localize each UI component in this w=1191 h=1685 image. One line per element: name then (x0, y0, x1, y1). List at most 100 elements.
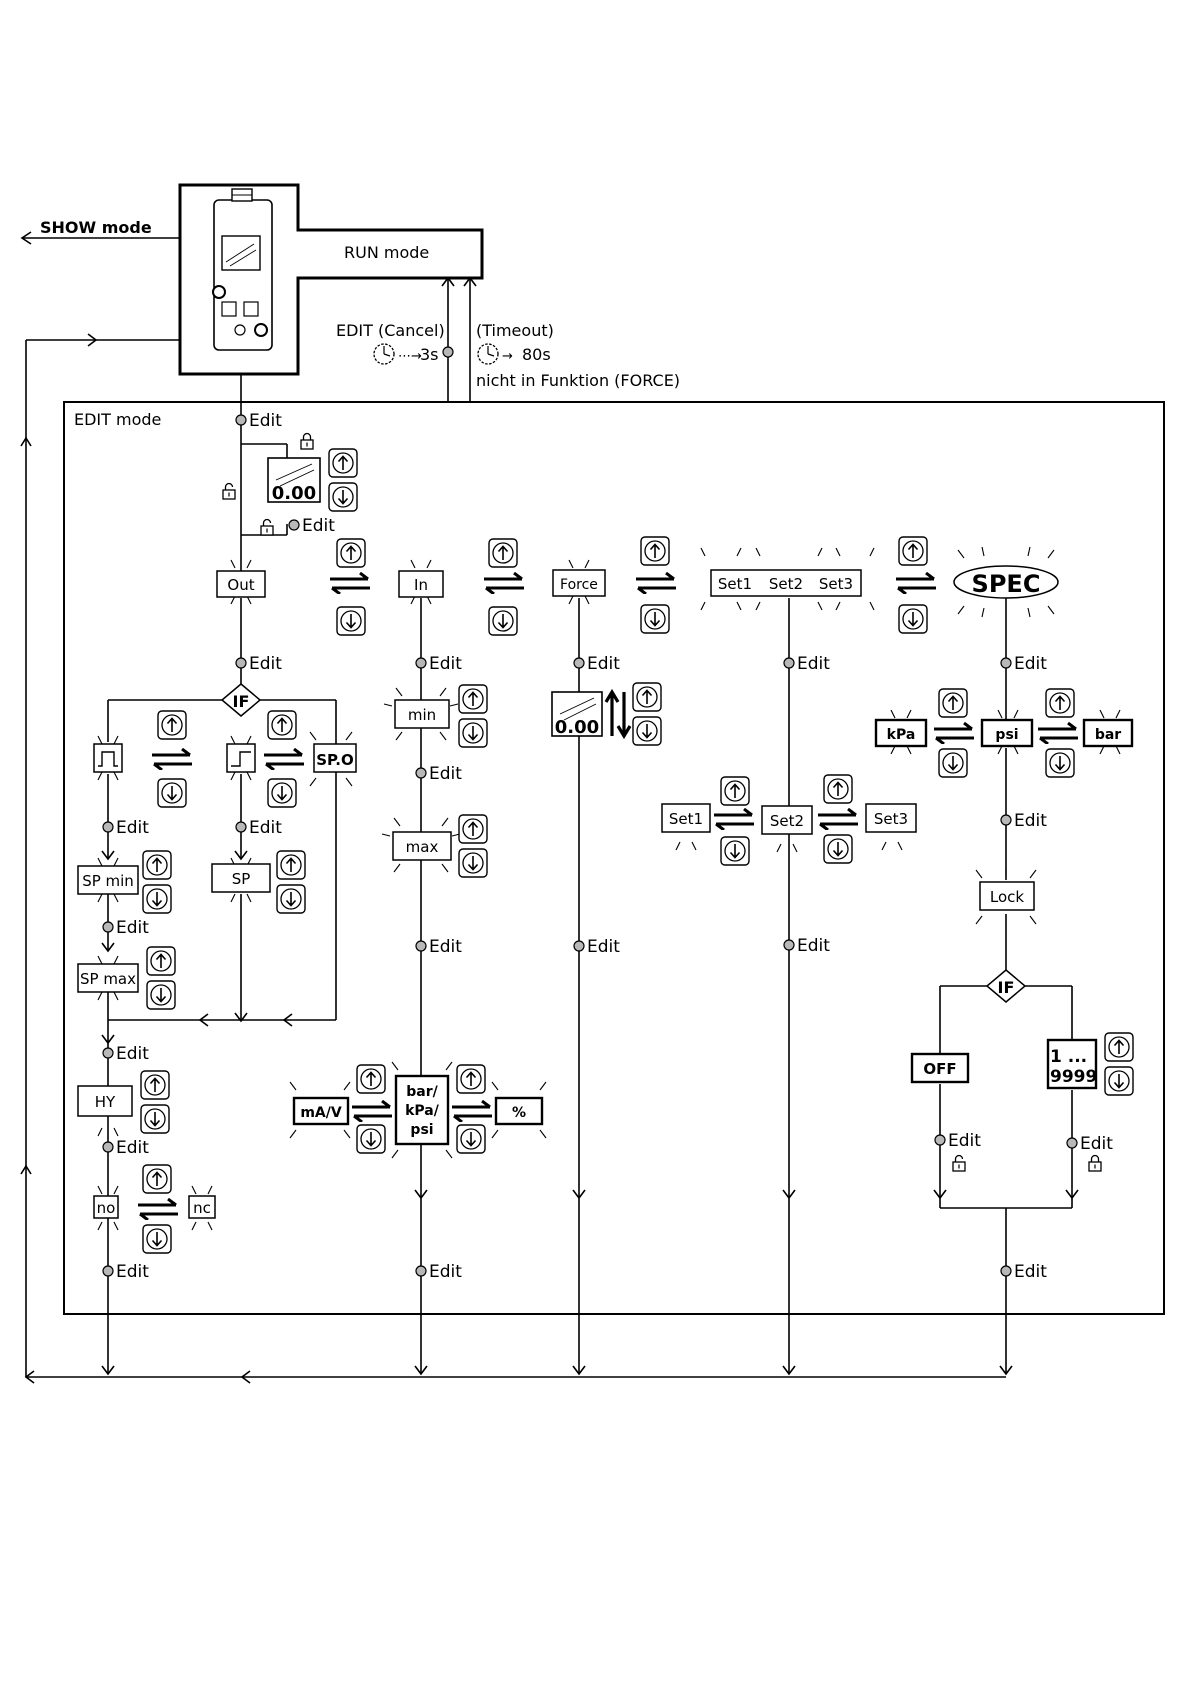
edit-node-label: Edit (429, 937, 462, 957)
set3-option[interactable]: Set3 (865, 803, 917, 851)
edit-node: Edit (1000, 1262, 1047, 1282)
up-key-icon[interactable] (328, 448, 358, 478)
up-key-icon[interactable] (456, 1064, 486, 1094)
menu-item-out[interactable]: Out (216, 559, 266, 605)
lock-option[interactable]: Lock (975, 868, 1037, 925)
toggle-arrows-icon (482, 572, 526, 594)
down-key-icon[interactable] (267, 778, 297, 808)
edit-node-label: Edit (116, 818, 149, 838)
up-key-icon[interactable] (632, 682, 662, 712)
up-key-icon[interactable] (898, 536, 928, 566)
down-key-icon[interactable] (146, 980, 176, 1010)
menu-item-force[interactable]: Force (552, 559, 606, 605)
up-key-icon[interactable] (488, 538, 518, 568)
menu-item-in[interactable]: In (398, 559, 444, 605)
unit-bar-option[interactable]: bar (1082, 709, 1134, 755)
units-mav-option[interactable]: mA/V (289, 1081, 351, 1139)
up-key-icon[interactable] (146, 946, 176, 976)
up-key-icon[interactable] (458, 814, 488, 844)
toggle-arrows-icon (634, 572, 678, 594)
down-key-icon[interactable] (1104, 1066, 1134, 1096)
spo-option[interactable]: SP.O (309, 731, 357, 787)
sp-min-option[interactable]: SP min (77, 857, 139, 903)
cancel-time: 3s (420, 345, 439, 364)
max-option[interactable]: max (381, 817, 461, 873)
up-key-icon[interactable] (140, 1070, 170, 1100)
up-key-icon[interactable] (356, 1064, 386, 1094)
hysteresis-pulse-icon[interactable] (93, 735, 123, 781)
unit-psi-option[interactable]: psi (980, 709, 1034, 755)
down-key-icon[interactable] (356, 1124, 386, 1154)
down-key-icon[interactable] (456, 1124, 486, 1154)
up-key-icon[interactable] (157, 710, 187, 740)
sp-option[interactable]: SP (211, 857, 271, 903)
down-key-icon[interactable] (142, 1224, 172, 1254)
units-percent-option[interactable]: % (491, 1081, 547, 1139)
up-key-icon[interactable] (336, 538, 366, 568)
no-option[interactable]: no (93, 1185, 119, 1231)
nc-option[interactable]: nc (188, 1185, 216, 1231)
set2-option[interactable]: Set2 (761, 805, 813, 853)
edit-node: Edit (573, 654, 620, 674)
svg-text:IF: IF (233, 692, 250, 711)
up-key-icon[interactable] (1045, 688, 1075, 718)
down-key-icon[interactable] (458, 718, 488, 748)
up-key-icon[interactable] (1104, 1032, 1134, 1062)
svg-text:max: max (406, 838, 439, 856)
down-key-icon[interactable] (898, 604, 928, 634)
edit-node: Edit (1066, 1134, 1113, 1154)
unlock-icon (222, 482, 236, 500)
svg-text:bar/: bar/ (406, 1084, 438, 1100)
down-key-icon[interactable] (328, 482, 358, 512)
svg-text:mA/V: mA/V (300, 1105, 342, 1121)
edit-node-label: Edit (429, 654, 462, 674)
set1-option[interactable]: Set1 (661, 803, 711, 851)
up-key-icon[interactable] (823, 774, 853, 804)
edit-node: Edit (102, 1138, 149, 1158)
toggle-arrows-icon (262, 748, 306, 770)
off-option[interactable]: OFF (910, 1052, 970, 1084)
up-key-icon[interactable] (276, 850, 306, 880)
edit-node: Edit (288, 516, 335, 536)
down-key-icon[interactable] (157, 778, 187, 808)
up-key-icon[interactable] (938, 688, 968, 718)
up-key-icon[interactable] (142, 1164, 172, 1194)
menu-item-set[interactable]: Set1 Set2 Set3 (700, 547, 875, 611)
sp-max-option[interactable]: SP max (77, 955, 139, 1001)
down-key-icon[interactable] (632, 716, 662, 746)
up-key-icon[interactable] (458, 684, 488, 714)
down-key-icon[interactable] (720, 836, 750, 866)
down-key-icon[interactable] (488, 606, 518, 636)
edit-node: Edit (415, 937, 462, 957)
edit-node-label: Edit (587, 937, 620, 957)
timeout-time: 80s (522, 345, 551, 364)
down-key-icon[interactable] (276, 884, 306, 914)
down-key-icon[interactable] (640, 604, 670, 634)
svg-text:SPEC: SPEC (972, 570, 1041, 598)
down-key-icon[interactable] (336, 606, 366, 636)
menu-item-spec[interactable]: SPEC (953, 546, 1059, 618)
min-option[interactable]: min (383, 687, 459, 741)
code-entry-display[interactable]: 1 ... 9999 (1046, 1038, 1097, 1090)
edit-node-label: Edit (1080, 1134, 1113, 1154)
up-key-icon[interactable] (720, 776, 750, 806)
lock-icon (1088, 1154, 1102, 1172)
down-key-icon[interactable] (458, 848, 488, 878)
svg-text:Set1: Set1 (718, 575, 752, 593)
down-key-icon[interactable] (140, 1104, 170, 1134)
edit-node-label: Edit (249, 654, 282, 674)
down-key-icon[interactable] (1045, 748, 1075, 778)
units-pressure-option[interactable]: bar/ kPa/ psi (391, 1061, 453, 1159)
sensor-device-icon (212, 188, 273, 351)
down-key-icon[interactable] (823, 834, 853, 864)
up-key-icon[interactable] (142, 850, 172, 880)
hy-option[interactable]: HY (77, 1085, 133, 1137)
down-key-icon[interactable] (938, 748, 968, 778)
edit-node: Edit (102, 1262, 149, 1282)
down-key-icon[interactable] (142, 884, 172, 914)
toggle-arrows-icon (136, 1198, 180, 1220)
up-key-icon[interactable] (267, 710, 297, 740)
up-key-icon[interactable] (640, 536, 670, 566)
threshold-step-icon[interactable] (226, 735, 256, 781)
unit-kpa-option[interactable]: kPa (874, 709, 928, 755)
